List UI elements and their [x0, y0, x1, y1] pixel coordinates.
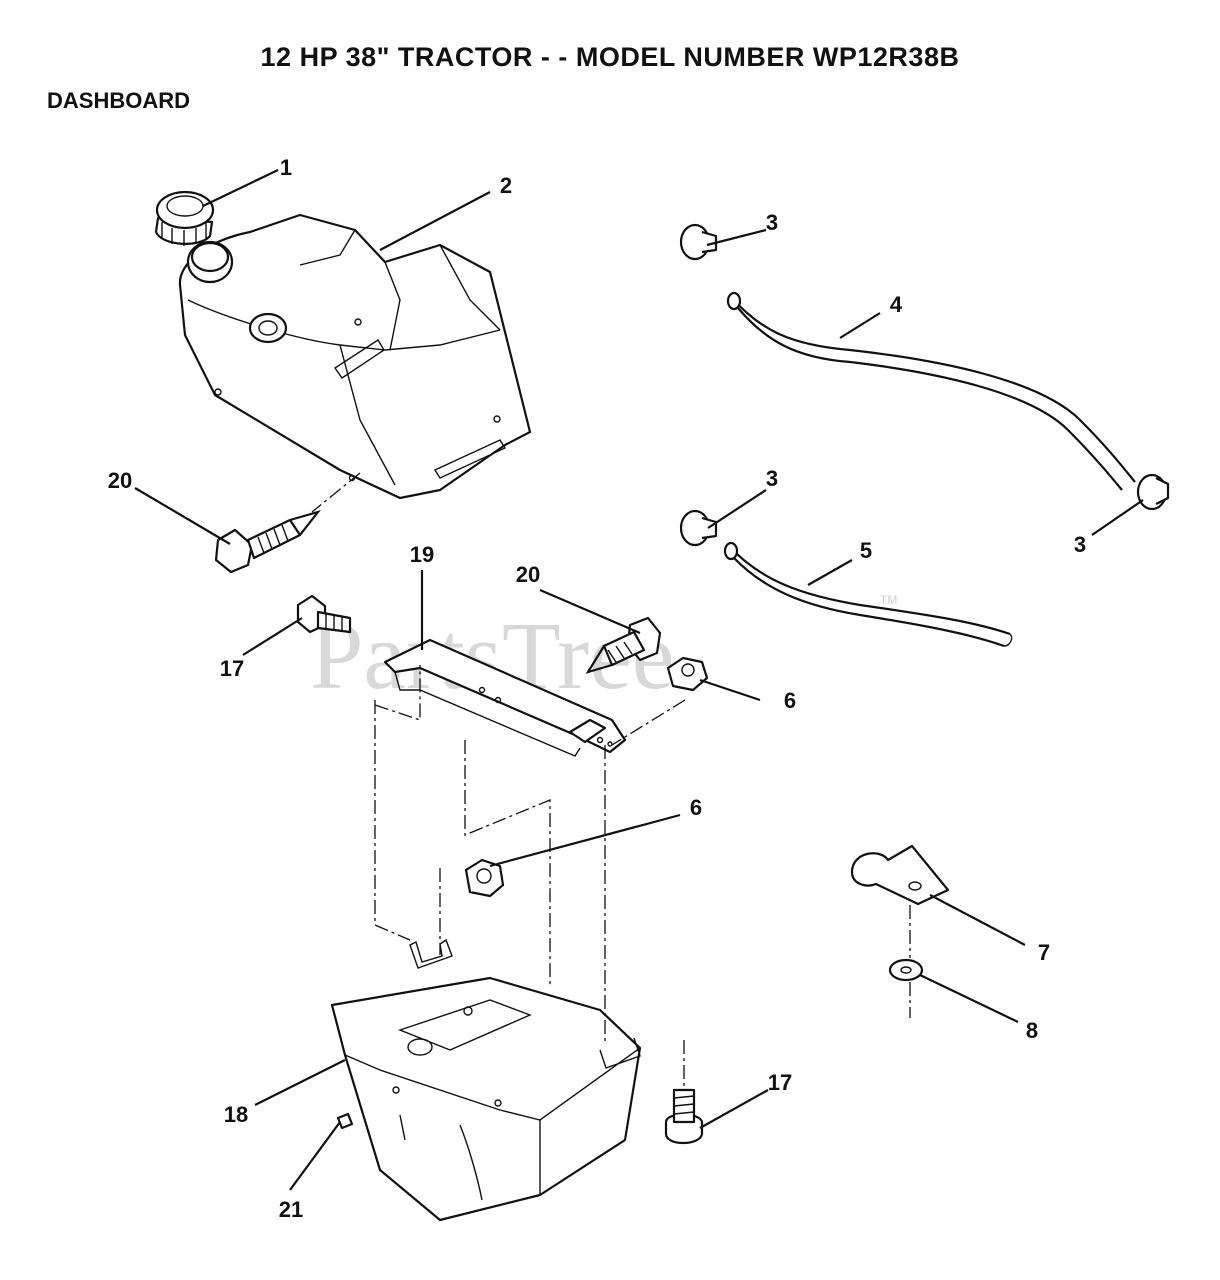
callout-6-lower[interactable]: 6 [690, 795, 702, 820]
small-screw[interactable] [336, 1112, 354, 1130]
bolt-lower[interactable] [664, 1088, 704, 1145]
callout-5[interactable]: 5 [860, 538, 872, 563]
callout-18[interactable]: 18 [224, 1102, 248, 1127]
fuel-cap[interactable] [154, 190, 215, 246]
callout-20-middle[interactable]: 20 [516, 562, 540, 587]
section-label: DASHBOARD [47, 88, 190, 113]
callout-4[interactable]: 4 [890, 292, 903, 317]
hose-clamp-3[interactable] [1136, 473, 1170, 511]
nut-upper[interactable] [666, 656, 709, 692]
diagram-title: 12 HP 38" TRACTOR - - MODEL NUMBER WP12R… [260, 42, 960, 72]
nut-lower[interactable] [464, 858, 505, 898]
callout-20-upper[interactable]: 20 [108, 468, 132, 493]
bolt-upper[interactable] [296, 594, 352, 634]
fuel-tank[interactable] [178, 213, 532, 500]
fuel-line-lower[interactable] [723, 541, 1013, 648]
callout-8[interactable]: 8 [1026, 1018, 1038, 1043]
washer[interactable] [888, 958, 924, 982]
callout-3-right[interactable]: 3 [1074, 532, 1086, 557]
hose-clamp-2[interactable] [679, 509, 718, 547]
dash-panel[interactable] [330, 938, 642, 1222]
alignment-lines [311, 472, 911, 1088]
hose-clamp-1[interactable] [679, 223, 718, 261]
callout-19[interactable]: 19 [410, 542, 434, 567]
screw-upper[interactable] [214, 510, 321, 574]
callout-7[interactable]: 7 [1038, 940, 1050, 965]
watermark-trademark: TM [880, 593, 897, 607]
fuel-line-upper[interactable] [726, 291, 1136, 491]
callout-3-upper[interactable]: 3 [766, 210, 778, 235]
callouts: 1 2 3 4 3 3 5 6 6 7 8 20 20 19 17 18 21 … [108, 155, 1086, 1222]
callout-6-upper[interactable]: 6 [784, 688, 796, 713]
callout-2[interactable]: 2 [500, 173, 512, 198]
callout-1[interactable]: 1 [280, 155, 292, 180]
callout-17-upper[interactable]: 17 [220, 656, 244, 681]
screw-middle[interactable] [585, 616, 662, 674]
callout-3-middle[interactable]: 3 [766, 466, 778, 491]
callout-21[interactable]: 21 [279, 1197, 303, 1222]
callout-17-lower[interactable]: 17 [768, 1070, 792, 1095]
leader-lines [134, 169, 1144, 1191]
line-clip[interactable] [850, 844, 950, 906]
